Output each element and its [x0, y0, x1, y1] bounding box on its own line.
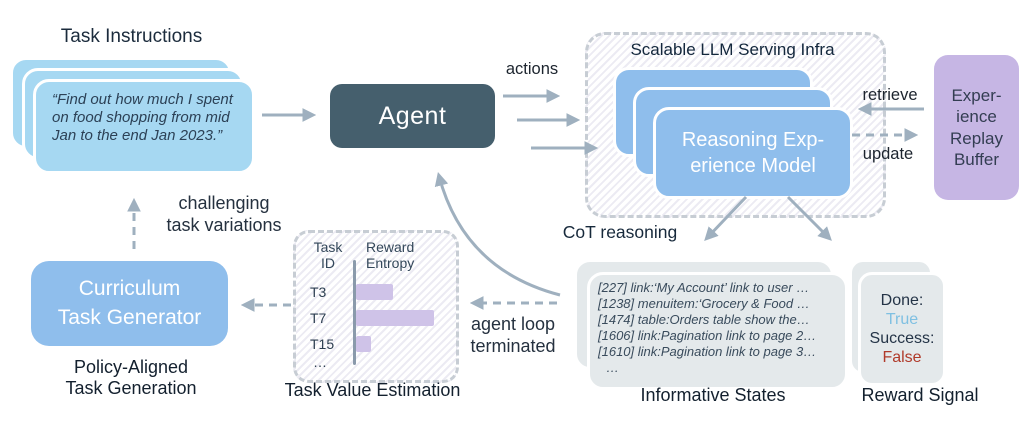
- task-card-front: “Find out how much I spent on food shopp…: [33, 79, 255, 174]
- chart-header-reward-entropy: Reward Entropy: [366, 239, 415, 272]
- chart-bar: [356, 336, 371, 352]
- agent-box: Agent: [330, 84, 495, 148]
- task-value-caption: Task Value Estimation: [284, 380, 461, 400]
- state-lines: [227] link:‘My Account’ link to user …[1…: [590, 280, 845, 376]
- chart-header-task-id: Task ID: [313, 239, 343, 272]
- state-line: [227] link:‘My Account’ link to user …: [598, 280, 810, 295]
- state-line: [1474] table:Orders table show the…: [598, 312, 810, 327]
- state-line: [1238] menuitem:‘Grocery & Food …: [598, 296, 810, 311]
- update-label: update: [862, 145, 914, 163]
- policy-aligned-caption: Policy-Aligned Task Generation: [65, 357, 197, 399]
- cot-reasoning-label: CoT reasoning: [562, 222, 678, 242]
- informative-states-caption: Informative States: [640, 385, 786, 405]
- chart-bar: [356, 310, 434, 326]
- state-line: [1606] link:Pagination link to page 2…: [598, 328, 817, 343]
- chart-row: T3: [296, 279, 456, 305]
- chart-axis: [353, 260, 356, 365]
- task-quote: “Find out how much I spent on food shopp…: [52, 91, 233, 144]
- done-value: True: [885, 311, 919, 328]
- chart-row-label: T7: [310, 310, 327, 326]
- chart-row-label: T15: [310, 336, 335, 352]
- chart-row: T15: [296, 331, 456, 357]
- chart-row-label: T3: [310, 284, 327, 300]
- chart-row: T7: [296, 305, 456, 331]
- retrieve-label: retrieve: [862, 86, 918, 104]
- experience-replay-buffer: Exper- ience Replay Buffer: [934, 55, 1019, 200]
- curriculum-task-generator: Curriculum Task Generator: [31, 261, 228, 346]
- success-value: False: [882, 349, 922, 366]
- challenging-variations-label: challenging task variations: [166, 193, 282, 235]
- task-instructions-title: Task Instructions: [60, 26, 203, 47]
- state-line: …: [606, 360, 621, 375]
- reasoning-experience-model: Reasoning Exp- erience Model: [653, 107, 853, 199]
- agent-loop-terminated-label: agent loop terminated: [470, 314, 556, 356]
- done-label: Done:: [880, 292, 924, 309]
- actions-label: actions: [505, 60, 559, 78]
- state-line: [1610] link:Pagination link to page 3…: [598, 344, 817, 359]
- reward-card-front: Done: True Success: False: [858, 272, 946, 386]
- reward-signal-caption: Reward Signal: [861, 385, 979, 405]
- success-label: Success:: [869, 330, 935, 347]
- chart-ellipsis: …: [313, 354, 328, 370]
- chart-bar: [356, 284, 393, 300]
- states-card-front: [227] link:‘My Account’ link to user …[1…: [587, 272, 848, 390]
- serving-infra-title: Scalable LLM Serving Infra: [630, 40, 835, 59]
